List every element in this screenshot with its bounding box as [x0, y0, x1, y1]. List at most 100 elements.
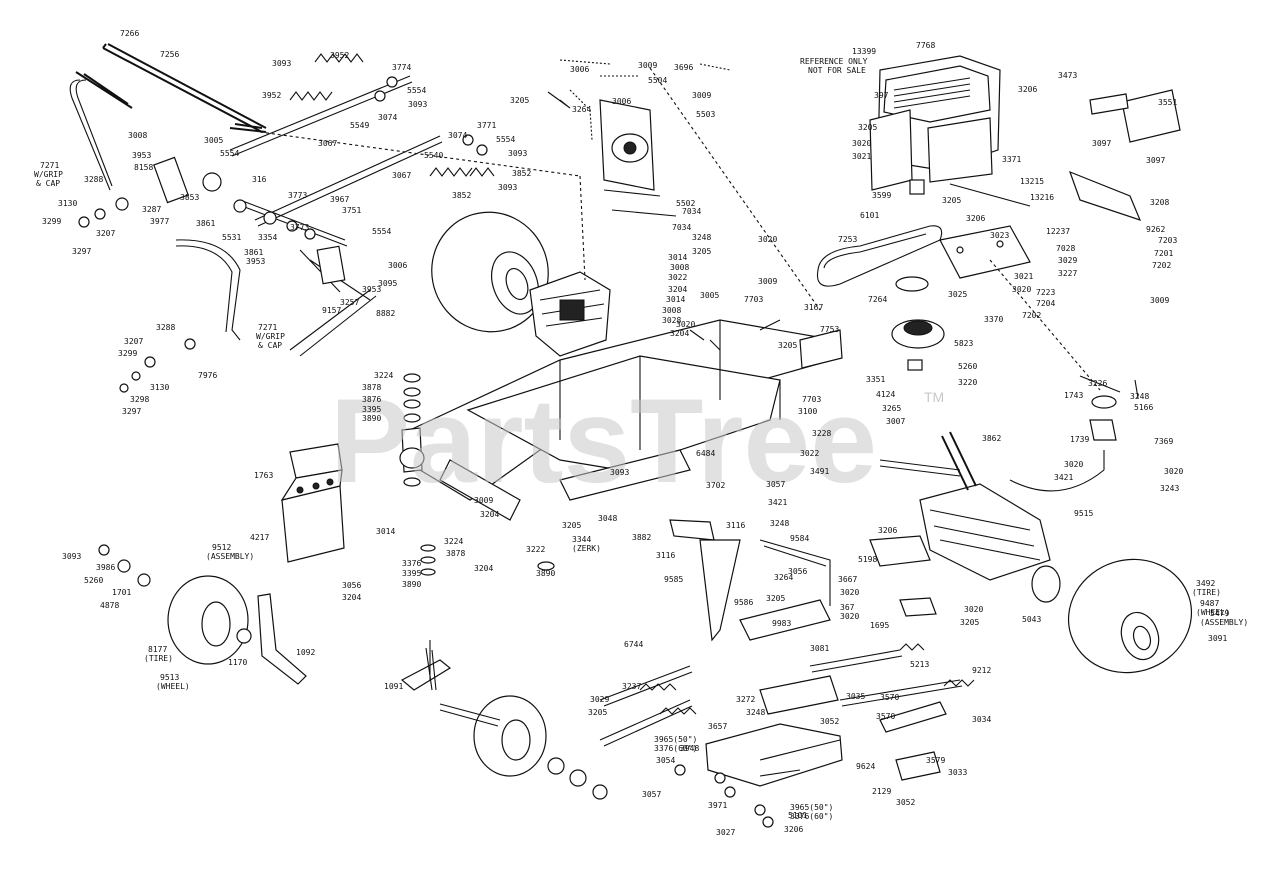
control-rod-group	[69, 43, 495, 393]
part-number-label: 7253	[838, 235, 857, 244]
hardware-stack-mid	[420, 544, 555, 576]
part-number-label: 3009	[638, 61, 657, 70]
part-number-label: 6744	[624, 640, 643, 649]
part-number-label: 3953	[362, 285, 381, 294]
part-number-label: 3056	[342, 581, 361, 590]
part-number-label: 7976	[198, 371, 217, 380]
part-number-label: 3095	[378, 279, 397, 288]
part-number-label: 7266	[120, 29, 139, 38]
part-number-label: 3773	[290, 223, 309, 232]
leader-lines	[259, 59, 1101, 680]
lower-springs	[639, 643, 975, 715]
part-number-label: 7768	[916, 41, 935, 50]
note-wheel-left-1: 9513	[160, 673, 179, 682]
part-number-label: 3205	[588, 708, 607, 717]
part-number-label: 3057	[642, 790, 661, 799]
part-number-label: 3014	[376, 527, 395, 536]
part-number-label: 7201	[1154, 249, 1173, 258]
part-number-label: 3248	[770, 519, 789, 528]
part-number-label: 3048	[598, 514, 617, 523]
part-number-label: 3020	[840, 588, 859, 597]
note-grip-cap-a-2: W/GRIP	[34, 170, 63, 179]
transaxle-upper	[529, 271, 611, 357]
part-number-label: 3021	[1014, 272, 1033, 281]
part-number-label: 3237	[622, 682, 641, 691]
part-number-label: 3551	[1158, 98, 1177, 107]
note-wheel-assembly-2: (ASSEMBLY)	[206, 552, 254, 561]
part-number-label: 3034	[972, 715, 991, 724]
part-number-label: 1701	[112, 588, 131, 597]
part-number-label: 3248	[1130, 392, 1149, 401]
part-number-label: 4217	[250, 533, 269, 542]
part-number-label: 7202	[1022, 311, 1041, 320]
part-number-label: 3953	[132, 151, 151, 160]
part-number-label: 5549	[350, 121, 369, 130]
part-number-label: 3220	[958, 378, 977, 387]
shift-bracket	[547, 91, 677, 217]
part-number-label: 3890	[362, 414, 381, 423]
part-number-label: 3657	[708, 722, 727, 731]
part-number-label: 3264	[572, 105, 591, 114]
part-number-label: 3052	[820, 717, 839, 726]
part-number-label: 3014	[668, 253, 687, 262]
part-number-label: 3167	[804, 303, 823, 312]
part-number-label: 5101	[788, 811, 807, 820]
part-number-label: 3971	[708, 801, 727, 810]
part-number-label: 3097	[1146, 156, 1165, 165]
part-number-label: 3007	[886, 417, 905, 426]
part-number-label: 3008	[128, 131, 147, 140]
part-number-label: 3298	[130, 395, 149, 404]
part-number-label: 7034	[682, 207, 701, 216]
part-number-label: 3067	[392, 171, 411, 180]
rear-tire-right	[1067, 558, 1193, 674]
note-grip-cap-a-1: 7271	[40, 161, 59, 170]
part-number-label: 3204	[668, 285, 687, 294]
part-number-label: 3116	[656, 551, 675, 560]
part-number-label: 3205	[778, 341, 797, 350]
part-number-label: 3205	[960, 618, 979, 627]
part-number-label: 3351	[866, 375, 885, 384]
part-number-label: 3421	[768, 498, 787, 507]
transaxle-lower	[869, 431, 1061, 617]
part-number-label: 3100	[798, 407, 817, 416]
part-number-label: 367	[840, 603, 855, 612]
part-number-label: 3774	[392, 63, 411, 72]
part-number-label: 5823	[954, 339, 973, 348]
part-number-label: 3009	[758, 277, 777, 286]
part-number-label: 3967	[330, 195, 349, 204]
pulley-assembly	[891, 276, 945, 371]
part-number-label: 3890	[402, 580, 421, 589]
part-number-label: 3224	[374, 371, 393, 380]
brake-linkage	[1009, 375, 1139, 492]
part-number-label: 3878	[446, 549, 465, 558]
part-number-label: 8882	[376, 309, 395, 318]
part-number-label: 13216	[1030, 193, 1054, 202]
engine-note-line2: NOT FOR SALE	[808, 66, 866, 75]
note-grip-cap-b-1: 7271	[258, 323, 277, 332]
part-number-label: 3702	[706, 481, 725, 490]
part-number-label: 3052	[896, 798, 915, 807]
part-number-label: 9983	[772, 619, 791, 628]
battery	[280, 443, 345, 563]
note-wheel-right-2: (WHEEL)	[1196, 608, 1230, 617]
part-number-label: 3093	[408, 100, 427, 109]
part-number-label: 9515	[1074, 509, 1093, 518]
part-number-label: 1170	[228, 658, 247, 667]
part-number-label: 3093	[610, 468, 629, 477]
part-number-label: 3054	[656, 756, 675, 765]
part-number-label: 3205	[766, 594, 785, 603]
part-number-label: 9212	[972, 666, 991, 675]
part-number-label: 3243	[1160, 484, 1179, 493]
part-number-label: 7223	[1036, 288, 1055, 297]
part-number-label: 3205	[858, 123, 877, 132]
part-number-label: 3074	[378, 113, 397, 122]
part-number-label: 9584	[790, 534, 809, 543]
part-number-label: 3006	[612, 97, 631, 106]
part-number-label: 3265	[882, 404, 901, 413]
part-number-label: 6101	[860, 211, 879, 220]
note-tire-right-2: (TIRE)	[1192, 588, 1221, 597]
note-zerk-2: (ZERK)	[572, 544, 601, 553]
part-number-label: 3287	[142, 205, 161, 214]
part-number-label: 3093	[272, 59, 291, 68]
part-number-label: 3029	[1058, 256, 1077, 265]
